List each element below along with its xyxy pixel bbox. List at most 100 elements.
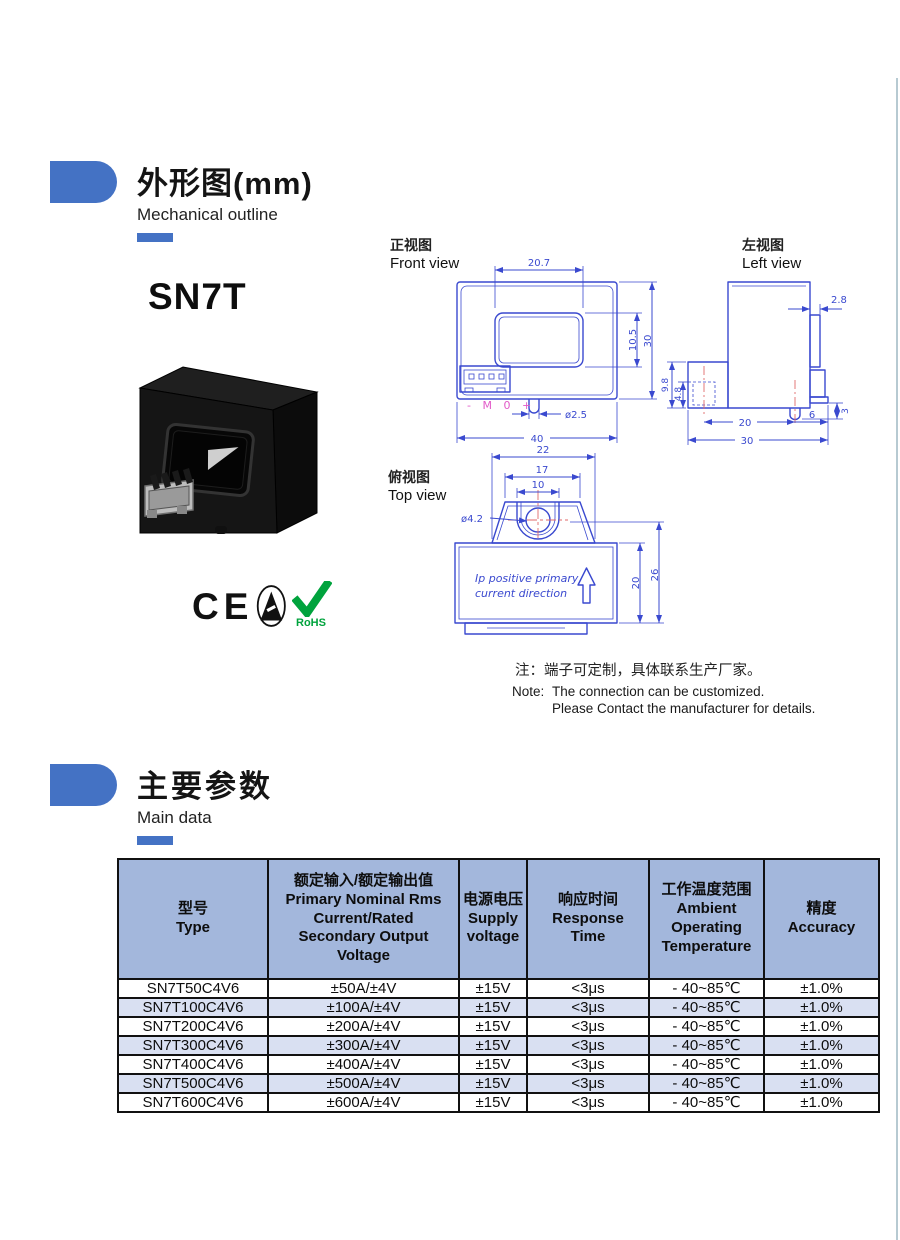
table-row: SN7T400C4V6 ±400A/±4V ±15V <3μs - 40~85℃…	[117, 1053, 880, 1075]
cell-primary: ±500A/±4V	[267, 1072, 460, 1094]
cell-accuracy: ±1.0%	[763, 977, 880, 999]
ce-mark: CE	[192, 585, 254, 627]
dim-top-body: 20	[631, 577, 642, 590]
cell-temperature: - 40~85℃	[648, 1053, 765, 1075]
dim-front-window-width: 20.7	[528, 258, 550, 269]
cell-temperature: - 40~85℃	[648, 1072, 765, 1094]
cell-primary: ±300A/±4V	[267, 1034, 460, 1056]
section-underline-main	[137, 836, 173, 845]
rohs-label: RoHS	[296, 617, 326, 629]
cell-accuracy: ±1.0%	[763, 1072, 880, 1094]
cell-temperature: - 40~85℃	[648, 996, 765, 1018]
table-row: SN7T500C4V6 ±500A/±4V ±15V <3μs - 40~85℃…	[117, 1072, 880, 1094]
cell-accuracy: ±1.0%	[763, 1053, 880, 1075]
cell-supply: ±15V	[458, 1034, 528, 1056]
cell-accuracy: ±1.0%	[763, 1034, 880, 1056]
cell-response: <3μs	[526, 1034, 650, 1056]
note-line1: The connection can be customized.	[552, 684, 765, 699]
certification-marks: CE RoHS	[192, 578, 333, 632]
cell-supply: ±15V	[458, 1053, 528, 1075]
table-row: SN7T50C4V6 ±50A/±4V ±15V <3μs - 40~85℃ ±…	[117, 977, 880, 999]
cell-accuracy: ±1.0%	[763, 1015, 880, 1037]
section-title-outline: 外形图(mm)	[137, 166, 313, 201]
dim-top-boss-top: 17	[536, 465, 549, 476]
cell-primary: ±50A/±4V	[267, 977, 460, 999]
dim-front-pin-dia: ø2.5	[565, 410, 587, 421]
cell-type: SN7T500C4V6	[117, 1072, 269, 1094]
dim-left-depth: 30	[741, 436, 754, 447]
cell-type: SN7T600C4V6	[117, 1091, 269, 1113]
note-label: Note:	[512, 684, 545, 699]
left-view-geometry	[667, 281, 843, 446]
cell-supply: ±15V	[458, 1091, 528, 1113]
cell-accuracy: ±1.0%	[763, 1091, 880, 1113]
dim-left-pin-length: 3	[841, 408, 851, 414]
section-marker-outline	[50, 161, 117, 203]
esd-icon	[257, 585, 287, 627]
table-row: SN7T100C4V6 ±100A/±4V ±15V <3μs - 40~85℃…	[117, 996, 880, 1018]
front-view-label-en: Front view	[390, 255, 459, 272]
cell-primary: ±400A/±4V	[267, 1053, 460, 1075]
table-row: SN7T300C4V6 ±300A/±4V ±15V <3μs - 40~85℃…	[117, 1034, 880, 1056]
section-subtitle-outline: Mechanical outline	[137, 205, 278, 224]
cell-type: SN7T100C4V6	[117, 996, 269, 1018]
dim-top-hole-dia: ø4.2	[461, 514, 483, 525]
cell-response: <3μs	[526, 1015, 650, 1037]
cell-primary: ±600A/±4V	[267, 1091, 460, 1113]
cell-temperature: - 40~85℃	[648, 1034, 765, 1056]
note-zh: 注：端子可定制，具体联系生产厂家。	[515, 663, 762, 679]
top-current-direction-note-line1: Ip positive primary	[475, 572, 579, 585]
cell-supply: ±15V	[458, 1015, 528, 1037]
left-view-label-en: Left view	[742, 255, 801, 272]
dim-left-foot-height: 9.8	[661, 378, 671, 393]
page-edge-line	[896, 78, 898, 1240]
cell-temperature: - 40~85℃	[648, 977, 765, 999]
section-subtitle-main: Main data	[137, 808, 212, 827]
cell-type: SN7T300C4V6	[117, 1034, 269, 1056]
product-model: SN7T	[148, 276, 247, 317]
cell-response: <3μs	[526, 1091, 650, 1113]
dim-top-boss-base: 22	[537, 445, 550, 456]
table-row: SN7T200C4V6 ±200A/±4V ±15V <3μs - 40~85℃…	[117, 1015, 880, 1037]
dim-front-window-height: 10.5	[628, 329, 639, 351]
front-view-label-zh: 正视图	[390, 237, 432, 254]
cell-type: SN7T200C4V6	[117, 1015, 269, 1037]
front-pin-polarity-labels: - M 0 +	[467, 399, 535, 412]
note-line2: Please Contact the manufacturer for deta…	[552, 701, 816, 716]
section-marker-main	[50, 764, 117, 806]
cell-supply: ±15V	[458, 1072, 528, 1094]
section-title-main: 主要参数	[137, 769, 273, 804]
dim-front-width: 40	[531, 434, 544, 445]
top-view-label-en: Top view	[388, 487, 447, 504]
front-view-geometry	[456, 266, 657, 444]
cell-primary: ±200A/±4V	[267, 1015, 460, 1037]
dim-left-hole-height: 4.8	[674, 387, 684, 402]
cell-accuracy: ±1.0%	[763, 996, 880, 1018]
cell-type: SN7T400C4V6	[117, 1053, 269, 1075]
dim-left-pin-spacing: 20	[739, 418, 752, 429]
top-view-geometry	[454, 453, 664, 635]
mechanical-drawings: 正视图 Front view	[388, 237, 851, 635]
dim-top-total: 26	[650, 569, 661, 582]
cell-primary: ±100A/±4V	[267, 996, 460, 1018]
dim-top-slot: 10	[532, 480, 545, 491]
cell-supply: ±15V	[458, 996, 528, 1018]
cell-type: SN7T50C4V6	[117, 977, 269, 999]
cell-supply: ±15V	[458, 977, 528, 999]
section-underline-outline	[137, 233, 173, 242]
cell-response: <3μs	[526, 1072, 650, 1094]
top-current-direction-note-line2: current direction	[475, 587, 567, 600]
dim-left-tab: 2.8	[831, 295, 847, 306]
customization-note: 注：端子可定制，具体联系生产厂家。 Note: The connection c…	[512, 659, 872, 716]
rohs-mark: RoHS	[291, 578, 333, 631]
cell-response: <3μs	[526, 996, 650, 1018]
cell-response: <3μs	[526, 977, 650, 999]
